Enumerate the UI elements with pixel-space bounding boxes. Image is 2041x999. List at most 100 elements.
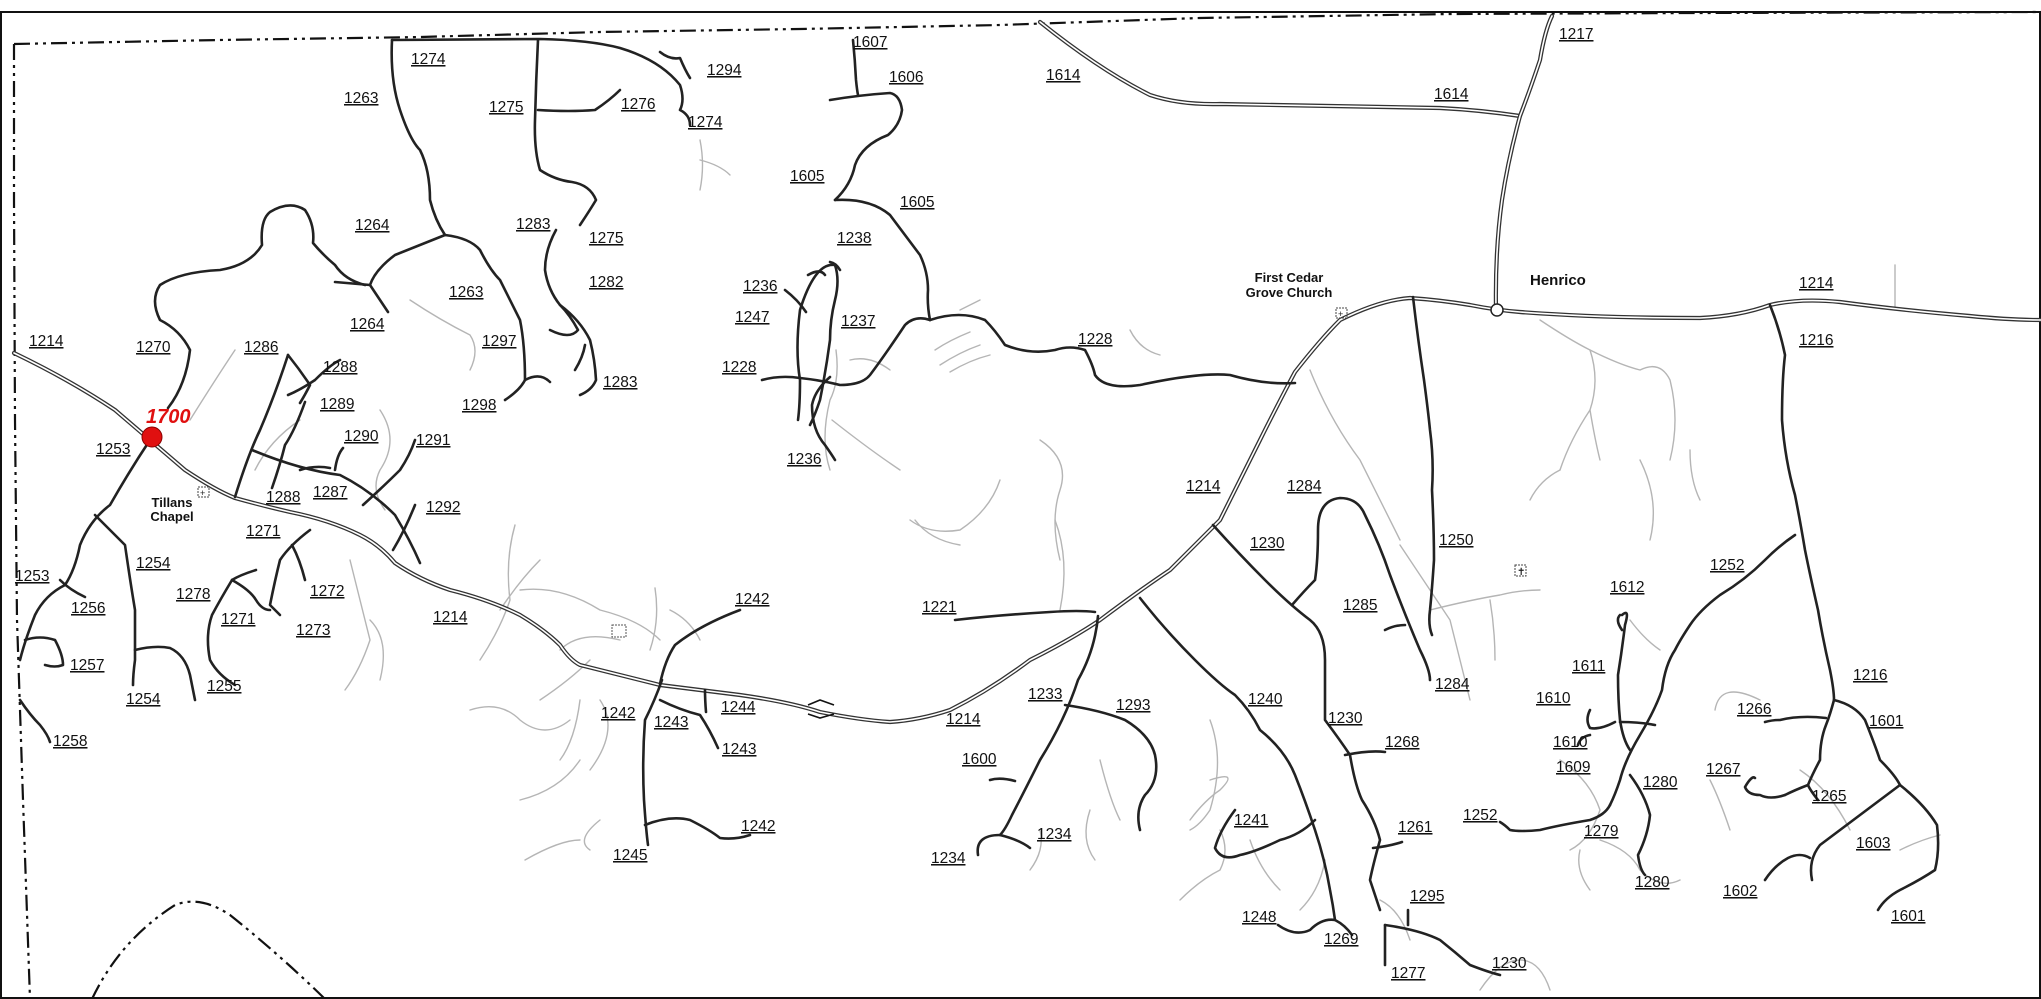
route-label[interactable]: 1611: [1572, 658, 1605, 675]
route-label[interactable]: 1602: [1723, 883, 1757, 900]
route-label[interactable]: 1245: [613, 847, 647, 864]
route-label[interactable]: 1293: [1116, 697, 1150, 714]
route-label[interactable]: 1291: [416, 432, 450, 449]
route-label[interactable]: 1274: [411, 51, 446, 68]
route-label[interactable]: 1252: [1463, 807, 1497, 824]
route-label[interactable]: 1243: [654, 714, 688, 731]
route-label[interactable]: 1253: [96, 441, 130, 458]
route-label[interactable]: 1255: [207, 678, 241, 695]
route-label[interactable]: 1248: [1242, 909, 1276, 926]
route-label[interactable]: 1261: [1398, 819, 1432, 836]
route-label[interactable]: 1288: [266, 489, 300, 506]
route-label[interactable]: 1221: [922, 599, 956, 616]
route-label[interactable]: 1214: [433, 609, 468, 626]
route-label[interactable]: 1605: [790, 168, 824, 185]
route-label[interactable]: 1612: [1610, 579, 1644, 596]
route-label[interactable]: 1272: [310, 583, 344, 600]
route-label[interactable]: 1601: [1891, 908, 1925, 925]
route-label[interactable]: 1244: [721, 699, 756, 716]
route-label[interactable]: 1258: [53, 733, 87, 750]
route-1700-marker[interactable]: 1700: [141, 406, 191, 448]
route-label[interactable]: 1288: [323, 359, 357, 376]
route-label[interactable]: 1282: [589, 274, 623, 291]
route-label[interactable]: 1286: [244, 339, 278, 356]
route-label[interactable]: 1264: [355, 217, 390, 234]
route-label[interactable]: 1274: [688, 114, 723, 131]
route-label[interactable]: 1263: [449, 284, 483, 301]
route-label[interactable]: 1247: [735, 309, 769, 326]
route-label[interactable]: 1234: [1037, 826, 1072, 843]
route-label[interactable]: 1240: [1248, 691, 1283, 708]
route-label[interactable]: 1287: [313, 484, 347, 501]
route-label[interactable]: 1298: [462, 397, 496, 414]
red-dot-icon[interactable]: [141, 426, 163, 448]
route-label[interactable]: 1236: [787, 451, 821, 468]
route-label[interactable]: 1241: [1234, 812, 1268, 829]
route-label[interactable]: 1237: [841, 313, 875, 330]
route-label[interactable]: 1253: [15, 568, 49, 585]
route-label[interactable]: 1230: [1250, 535, 1285, 552]
route-label[interactable]: 1283: [603, 374, 637, 391]
route-label[interactable]: 1294: [707, 62, 742, 79]
route-label[interactable]: 1284: [1435, 676, 1470, 693]
route-label[interactable]: 1234: [931, 850, 966, 867]
route-label[interactable]: 1614: [1046, 67, 1081, 84]
route-label[interactable]: 1295: [1410, 888, 1444, 905]
route-label[interactable]: 1277: [1391, 965, 1425, 982]
route-label[interactable]: 1236: [743, 278, 777, 295]
route-label[interactable]: 1265: [1812, 788, 1846, 805]
route-label[interactable]: 1610: [1553, 734, 1588, 751]
route-label[interactable]: 1214: [1186, 478, 1221, 495]
route-label[interactable]: 1233: [1028, 686, 1062, 703]
route-label[interactable]: 1607: [853, 34, 887, 51]
route-label[interactable]: 1238: [837, 230, 871, 247]
route-label[interactable]: 1280: [1643, 774, 1678, 791]
route-label[interactable]: 1257: [70, 657, 104, 674]
route-label[interactable]: 1279: [1584, 823, 1618, 840]
route-label[interactable]: 1273: [296, 622, 330, 639]
route-label[interactable]: 1275: [489, 99, 523, 116]
route-label[interactable]: 1242: [741, 818, 775, 835]
route-label[interactable]: 1214: [946, 711, 981, 728]
town-circle-icon[interactable]: [1490, 303, 1504, 317]
route-label[interactable]: 1297: [482, 333, 516, 350]
route-label[interactable]: 1242: [735, 591, 769, 608]
route-label[interactable]: 1228: [1078, 331, 1112, 348]
route-label[interactable]: 1214: [29, 333, 64, 350]
route-label[interactable]: 1254: [136, 555, 171, 572]
route-label[interactable]: 1283: [516, 216, 550, 233]
route-label[interactable]: 1217: [1559, 26, 1593, 43]
route-label[interactable]: 1256: [71, 600, 105, 617]
route-label[interactable]: 1285: [1343, 597, 1377, 614]
route-label[interactable]: 1275: [589, 230, 623, 247]
route-label[interactable]: 1268: [1385, 734, 1419, 751]
route-label[interactable]: 1601: [1869, 713, 1903, 730]
route-label[interactable]: 1278: [176, 586, 210, 603]
route-label[interactable]: 1264: [350, 316, 385, 333]
route-label[interactable]: 1610: [1536, 690, 1571, 707]
route-label[interactable]: 1290: [344, 428, 379, 445]
route-label[interactable]: 1230: [1492, 955, 1527, 972]
route-label[interactable]: 1609: [1556, 759, 1590, 776]
town-marker[interactable]: Henrico: [1490, 272, 1586, 317]
route-label[interactable]: 1242: [601, 705, 635, 722]
route-label[interactable]: 1243: [722, 741, 756, 758]
route-label[interactable]: 1252: [1710, 557, 1744, 574]
route-label[interactable]: 1289: [320, 396, 354, 413]
route-label[interactable]: 1270: [136, 339, 171, 356]
route-label[interactable]: 1216: [1799, 332, 1833, 349]
route-label[interactable]: 1271: [221, 611, 255, 628]
route-label[interactable]: 1214: [1799, 275, 1834, 292]
route-label[interactable]: 1263: [344, 90, 378, 107]
route-label[interactable]: 1614: [1434, 86, 1469, 103]
route-label[interactable]: 1284: [1287, 478, 1322, 495]
route-label[interactable]: 1276: [621, 96, 655, 113]
route-label[interactable]: 1606: [889, 69, 923, 86]
route-label[interactable]: 1600: [962, 751, 997, 768]
route-label[interactable]: 1266: [1737, 701, 1771, 718]
route-label[interactable]: 1230: [1328, 710, 1363, 727]
route-label[interactable]: 1216: [1853, 667, 1887, 684]
route-label[interactable]: 1267: [1706, 761, 1740, 778]
route-label[interactable]: 1228: [722, 359, 756, 376]
